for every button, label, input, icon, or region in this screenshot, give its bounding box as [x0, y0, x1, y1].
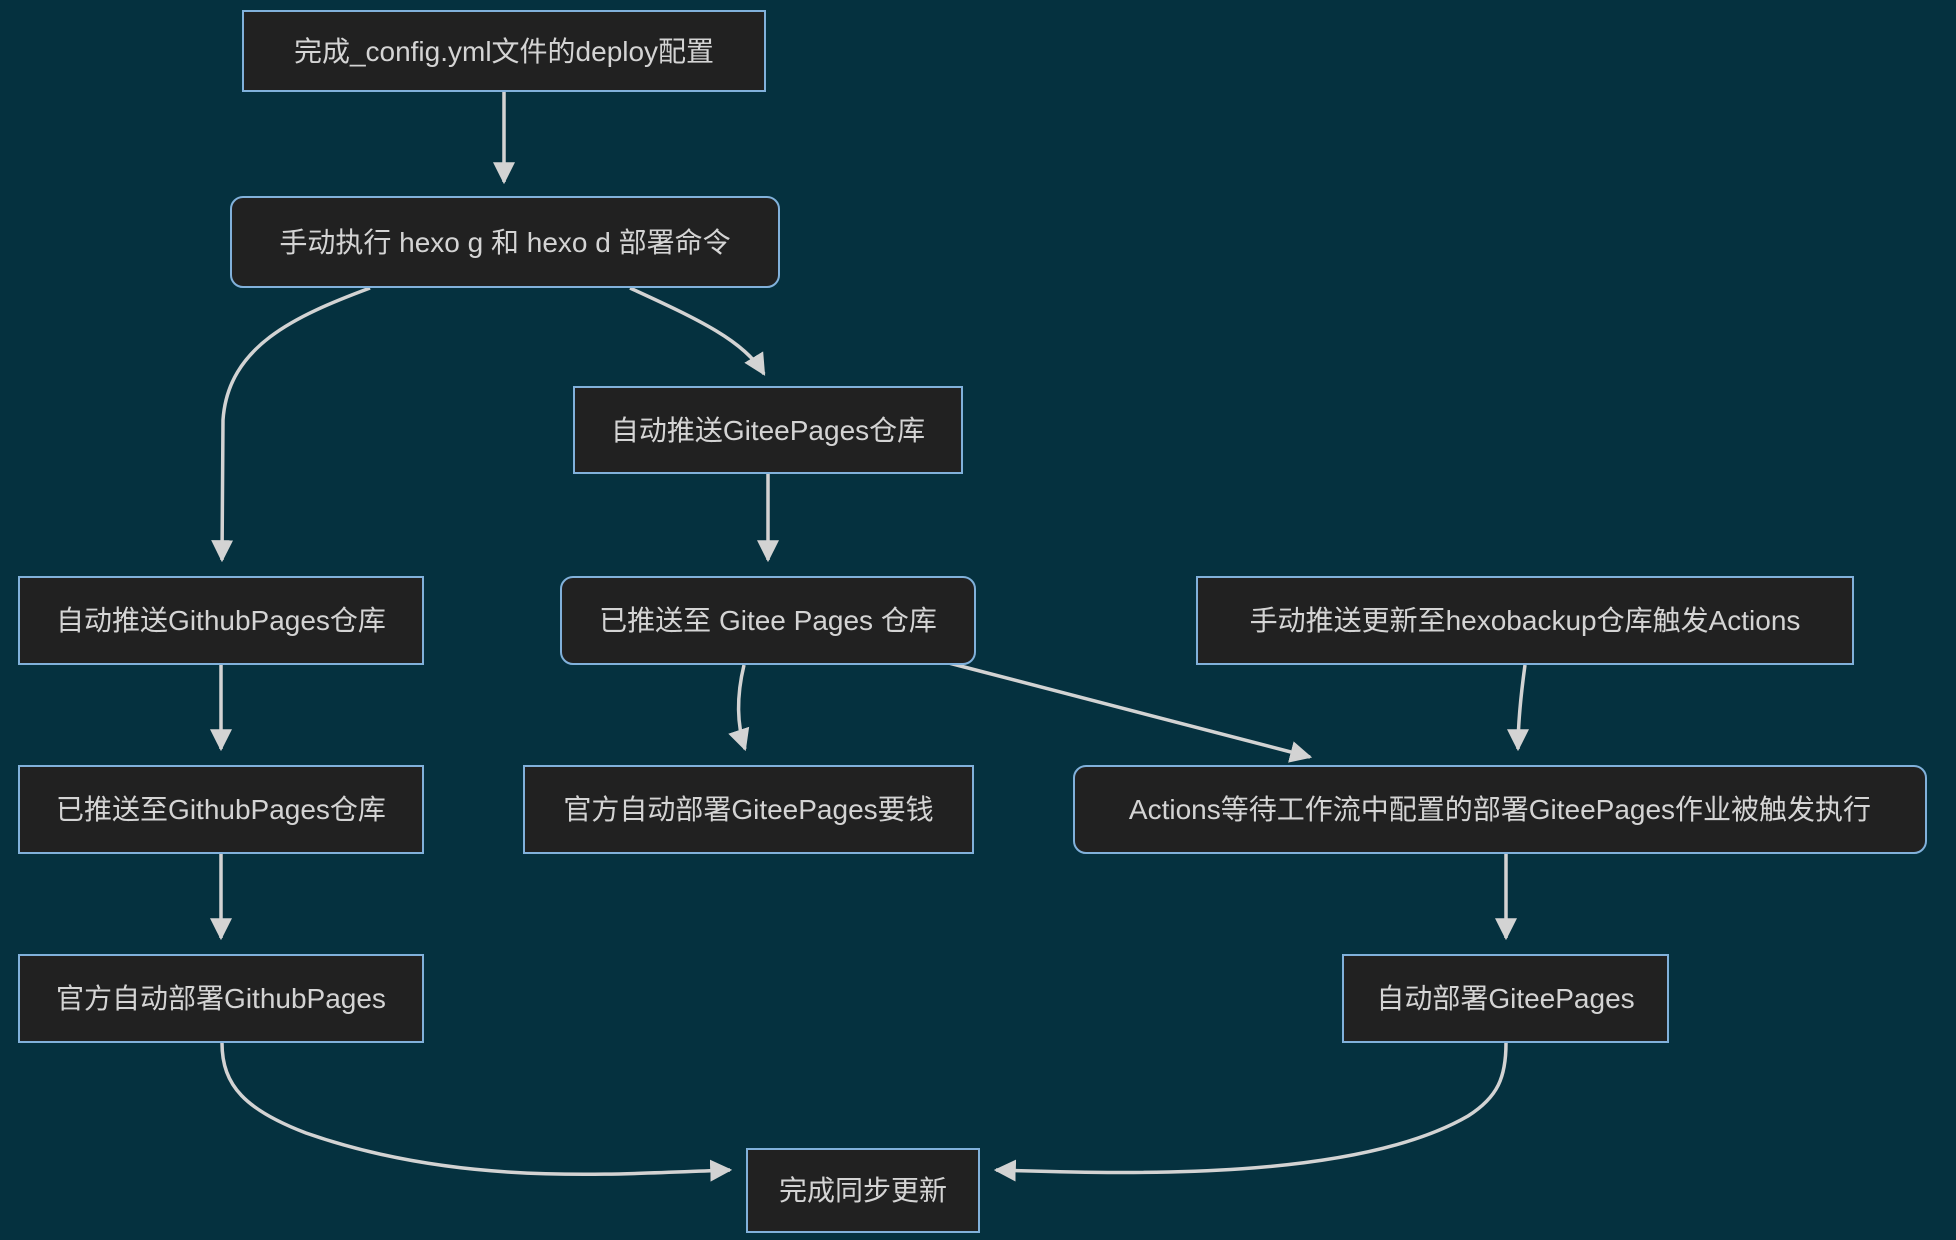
node-manual-push-hexobackup: 手动推送更新至hexobackup仓库触发Actions	[1196, 576, 1854, 665]
node-hexo-commands: 手动执行 hexo g 和 hexo d 部署命令	[230, 196, 780, 288]
node-deploy-config: 完成_config.yml文件的deploy配置	[242, 10, 766, 92]
node-push-github-repo: 自动推送GithubPages仓库	[18, 576, 424, 665]
node-official-deploy-github: 官方自动部署GithubPages	[18, 954, 424, 1043]
edge-hexo-to-push-gitee	[629, 286, 766, 376]
edge-pushed-gitee-to-actions	[944, 660, 1313, 763]
edge-hexobackup-to-actions	[1507, 664, 1530, 752]
edge-auto-deploy-to-sync	[993, 1042, 1508, 1182]
node-official-gitee-paid: 官方自动部署GiteePages要钱	[523, 765, 974, 854]
edge-hexo-to-push-github	[211, 286, 371, 563]
node-actions-job-triggered: Actions等待工作流中配置的部署GiteePages作业被触发执行	[1073, 765, 1927, 854]
node-sync-complete: 完成同步更新	[746, 1148, 980, 1233]
node-push-gitee-repo: 自动推送GiteePages仓库	[573, 386, 963, 474]
edge-official-github-to-sync	[220, 1042, 733, 1182]
node-pushed-github-repo: 已推送至GithubPages仓库	[18, 765, 424, 854]
edge-pushed-gitee-to-official-paid	[728, 664, 750, 752]
node-auto-deploy-gitee: 自动部署GiteePages	[1342, 954, 1669, 1043]
node-pushed-gitee-repo: 已推送至 Gitee Pages 仓库	[560, 576, 976, 665]
